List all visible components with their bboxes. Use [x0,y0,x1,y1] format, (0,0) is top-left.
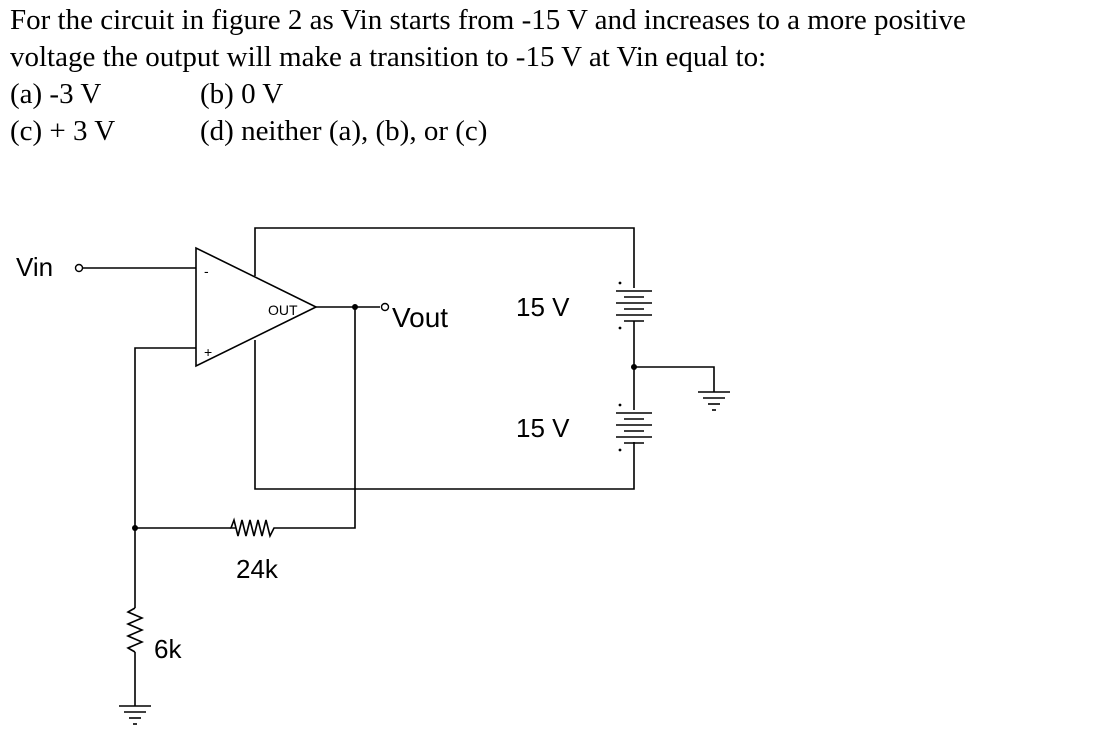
opamp-triangle [195,246,318,368]
opamp-minus-label: - [204,263,209,279]
question-line-1: For the circuit in figure 2 as Vin start… [10,4,966,36]
ground-icon-left [119,705,151,725]
output-node: Vout [316,302,448,333]
options-row-1: (a) -3 V (b) 0 V [10,76,966,113]
resistor-6k-label: 6k [154,634,182,664]
vout-terminal [380,302,390,312]
ground-icon-right [698,391,730,411]
vin-label: Vin [16,252,53,282]
resistor-24k-symbol [229,517,285,539]
supply-bottom-label: 15 V [516,413,570,443]
vin-terminal [74,263,84,273]
option-c: (c) + 3 V [10,115,116,147]
resistor-6k-symbol [125,607,145,653]
feedback-wire-right [285,307,356,529]
positive-supply-rail [254,227,635,288]
options-row-2: (c) + 3 V (d) neither (a), (b), or (c) [10,113,966,150]
battery-top-icon [616,281,652,330]
resistor-24k-label: 24k [236,554,279,584]
option-b: (b) 0 V [200,78,284,110]
battery-bottom-icon [616,403,652,452]
vin-input: Vin [16,252,196,282]
opamp: - + OUT [195,246,318,368]
supply-top-label: 15 V [516,292,570,322]
opamp-out-label: OUT [268,302,298,318]
question-line-2: voltage the output will make a transitio… [10,41,767,73]
option-a: (a) -3 V [10,78,102,110]
vout-label: Vout [392,302,448,333]
plus-input-wire [134,347,196,528]
opamp-plus-label: + [204,344,212,360]
negative-supply-rail [254,340,635,490]
option-d: (d) neither (a), (b), or (c) [200,115,488,147]
question-text: For the circuit in figure 2 as Vin start… [10,2,966,150]
midpoint-ground-wire [634,366,715,392]
